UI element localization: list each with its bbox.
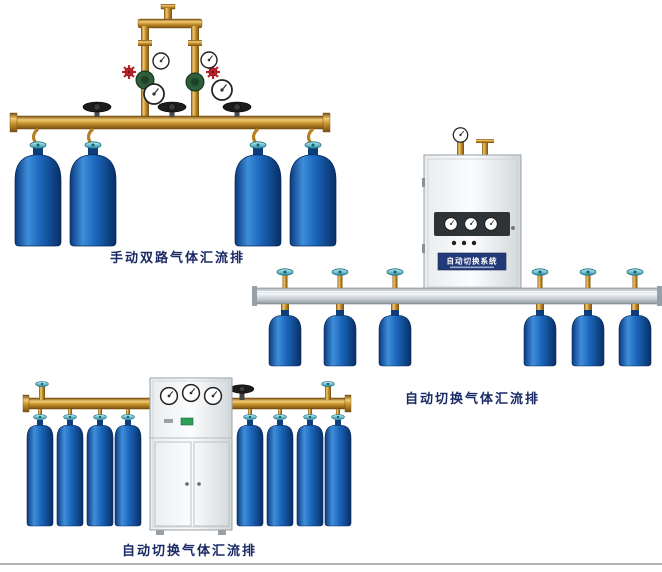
gas-cylinder-unit <box>268 268 302 367</box>
gas-cylinder-unit <box>69 127 117 247</box>
cylinder-valve-icon <box>331 414 345 420</box>
gas-cylinder <box>14 154 62 247</box>
manifold-rail <box>252 286 662 306</box>
shutoff-valve-handwheel <box>82 101 112 117</box>
gas-cylinder <box>86 424 114 527</box>
pressure-gauge <box>152 52 170 70</box>
gas-cylinder <box>523 314 557 367</box>
cylinder-valve-icon <box>121 414 135 420</box>
gas-cylinder <box>296 424 324 527</box>
gas-cylinder-unit <box>266 409 294 527</box>
gas-cylinder-unit <box>236 409 264 527</box>
cabinet-door <box>193 441 230 527</box>
gas-cylinder <box>56 424 84 527</box>
valve-handwheel-icon <box>222 101 252 113</box>
pressure-gauge <box>200 51 218 69</box>
shutoff-valve-handwheel <box>229 384 255 400</box>
cylinder-valve-icon <box>303 414 317 420</box>
cylinder-valve-icon <box>243 414 257 420</box>
auto-switch-floor-manifold-illustration <box>22 377 352 535</box>
cylinder-valve-icon <box>626 268 644 276</box>
gas-cylinder-unit <box>234 127 282 247</box>
gas-cylinder <box>114 424 142 527</box>
gas-cylinder-unit <box>324 409 352 527</box>
gas-cylinder <box>26 424 54 527</box>
cabinet-door <box>154 441 192 527</box>
cabinet-nameplate-text: 自动切换系统 <box>447 256 498 266</box>
cabinet-nameplate <box>437 252 507 271</box>
gas-cylinder-unit <box>323 268 357 367</box>
gas-cylinder <box>266 424 294 527</box>
gas-cylinder-unit <box>14 127 62 247</box>
pressure-gauge <box>203 386 223 406</box>
gas-cylinder <box>236 424 264 527</box>
pressure-gauge <box>143 83 165 105</box>
gas-cylinder <box>323 314 357 367</box>
pressure-gauge <box>181 383 201 403</box>
gas-cylinder <box>618 314 652 367</box>
pressure-gauge <box>484 217 498 231</box>
gas-cylinder-unit <box>26 409 54 527</box>
cylinder-valve-icon <box>531 268 549 276</box>
cylinder-valve-icon <box>321 381 335 387</box>
valve-handwheel-icon <box>157 101 187 113</box>
gas-cylinder <box>571 314 605 367</box>
regulator-handwheel-icon <box>120 63 138 81</box>
status-indicator <box>180 417 194 426</box>
cylinder-valve-icon <box>84 141 102 149</box>
pressure-gauge <box>211 79 233 101</box>
gas-cylinder <box>378 314 412 367</box>
cylinder-valve-icon <box>579 268 597 276</box>
gas-cylinder-unit <box>523 268 557 367</box>
bottom-divider <box>0 563 662 565</box>
pressure-gauge <box>464 217 478 231</box>
gas-cylinder-unit <box>618 268 652 367</box>
gas-cylinder-unit <box>86 409 114 527</box>
gas-cylinder-unit <box>378 268 412 367</box>
gas-cylinder-unit <box>296 409 324 527</box>
cylinder-valve-icon <box>33 414 47 420</box>
caption-auto-switch-wall: 自动切换气体汇流排 <box>405 392 541 407</box>
cylinder-valve-icon <box>29 141 47 149</box>
gas-cylinder <box>268 314 302 367</box>
gas-cylinder-unit <box>114 409 142 527</box>
shutoff-valve-handwheel <box>157 101 187 117</box>
caption-manual-dual-manifold: 手动双路气体汇流排 <box>110 251 246 266</box>
gas-cylinder-unit <box>571 268 605 367</box>
gas-cylinder-unit <box>289 127 337 247</box>
pressure-gauge <box>159 386 179 406</box>
pressure-gauge <box>452 127 469 143</box>
valve-handwheel-icon <box>82 101 112 113</box>
cylinder-valve-icon <box>35 381 49 387</box>
cylinder-valve-icon <box>386 268 404 276</box>
gas-cylinder-unit <box>56 409 84 527</box>
cylinder-valve-icon <box>63 414 77 420</box>
cylinder-valve-icon <box>93 414 107 420</box>
control-cabinet: 自动切换系统 <box>422 127 522 292</box>
gas-cylinder <box>69 154 117 247</box>
shutoff-valve-handwheel <box>222 101 252 117</box>
valve-handwheel-icon <box>229 384 255 394</box>
gas-cylinder <box>324 424 352 527</box>
cylinder-valve-icon <box>273 414 287 420</box>
regulator-body <box>185 72 205 92</box>
manual-dual-manifold-illustration <box>9 4 337 247</box>
auto-switch-manifold-illustration: 自动切换系统 <box>252 127 662 367</box>
caption-auto-switch-floor: 自动切换气体汇流排 <box>122 544 258 559</box>
cylinder-valve-icon <box>276 268 294 276</box>
cylinder-valve-icon <box>331 268 349 276</box>
control-cabinet <box>149 377 233 535</box>
pressure-gauge <box>444 217 458 231</box>
